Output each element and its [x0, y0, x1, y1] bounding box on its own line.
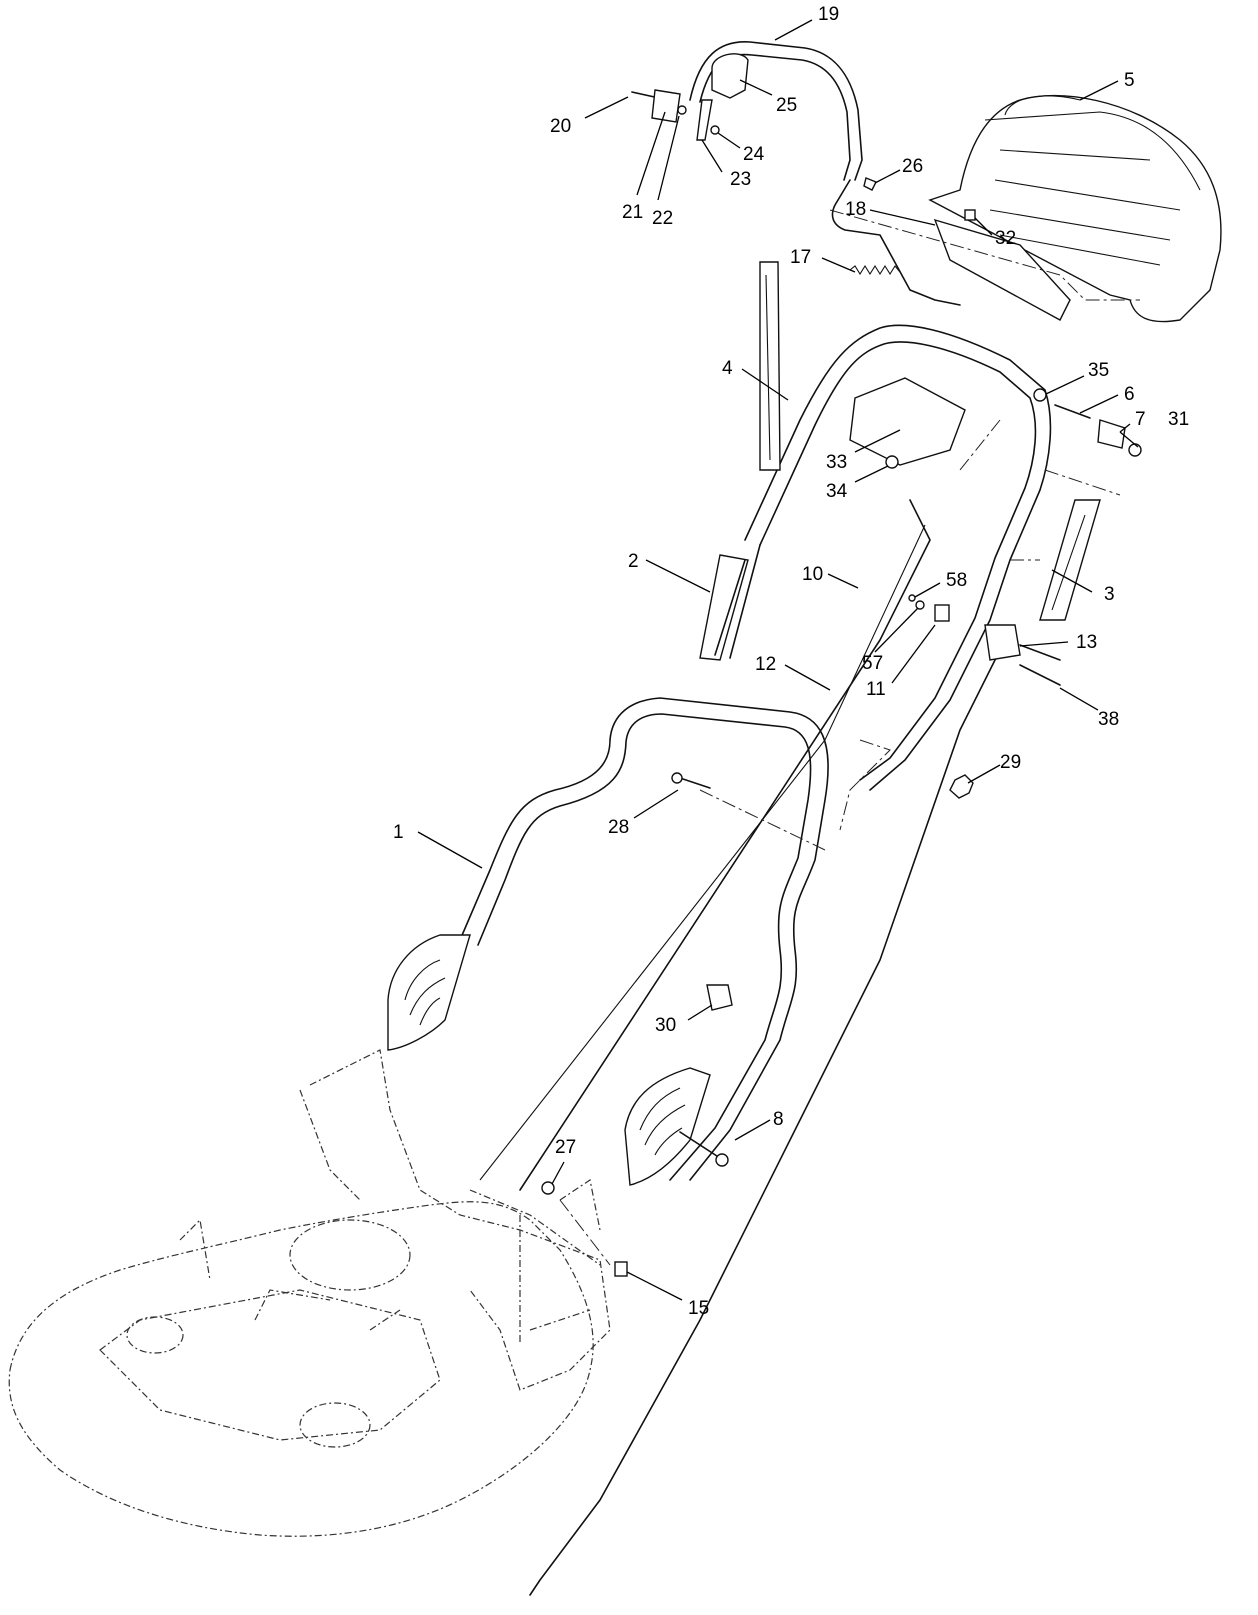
grip-strips — [759, 261, 1101, 621]
callout-13: 13 — [1076, 632, 1097, 653]
callout-23: 23 — [730, 169, 751, 190]
callout-38: 38 — [1098, 709, 1119, 730]
upper-handle — [699, 324, 1052, 791]
callout-35: 35 — [1088, 360, 1109, 381]
mower-deck-ghost — [8, 1049, 611, 1537]
callout-8: 8 — [773, 1109, 784, 1130]
leader-lines — [417, 19, 1139, 1301]
callout-28: 28 — [608, 817, 629, 838]
callout-57: 57 — [862, 653, 883, 674]
callout-1: 1 — [393, 822, 404, 843]
callout-15: 15 — [688, 1298, 709, 1319]
callout-30: 30 — [655, 1015, 676, 1036]
callout-11: 11 — [866, 679, 886, 700]
callout-32: 32 — [995, 228, 1016, 249]
callout-34: 34 — [826, 481, 848, 502]
callout-7: 7 — [1135, 409, 1146, 430]
callout-21: 21 — [622, 202, 643, 223]
callout-labels: 1 2 3 4 5 6 7 8 10 11 12 13 15 17 18 19 … — [393, 4, 1189, 1319]
callout-18: 18 — [845, 199, 866, 220]
console-assembly — [928, 94, 1222, 323]
callout-24: 24 — [743, 144, 765, 165]
callout-26: 26 — [902, 156, 923, 177]
callout-5: 5 — [1124, 70, 1135, 91]
callout-4: 4 — [722, 358, 733, 379]
callout-17: 17 — [790, 247, 811, 268]
lower-handle — [387, 697, 829, 1186]
callout-20: 20 — [550, 116, 571, 137]
callout-2: 2 — [628, 551, 639, 572]
callout-58: 58 — [946, 570, 967, 591]
callout-3: 3 — [1104, 584, 1115, 605]
control-cables — [479, 499, 1006, 1596]
callout-31: 31 — [1168, 409, 1189, 430]
assembly-lines — [559, 209, 1140, 1266]
callout-10: 10 — [802, 564, 823, 585]
callout-33: 33 — [826, 452, 847, 473]
callout-12: 12 — [755, 654, 776, 675]
callout-27: 27 — [555, 1137, 576, 1158]
callout-6: 6 — [1124, 384, 1135, 405]
callout-25: 25 — [776, 95, 797, 116]
callout-22: 22 — [652, 208, 673, 229]
callout-29: 29 — [1000, 752, 1021, 773]
callout-19: 19 — [818, 4, 839, 25]
